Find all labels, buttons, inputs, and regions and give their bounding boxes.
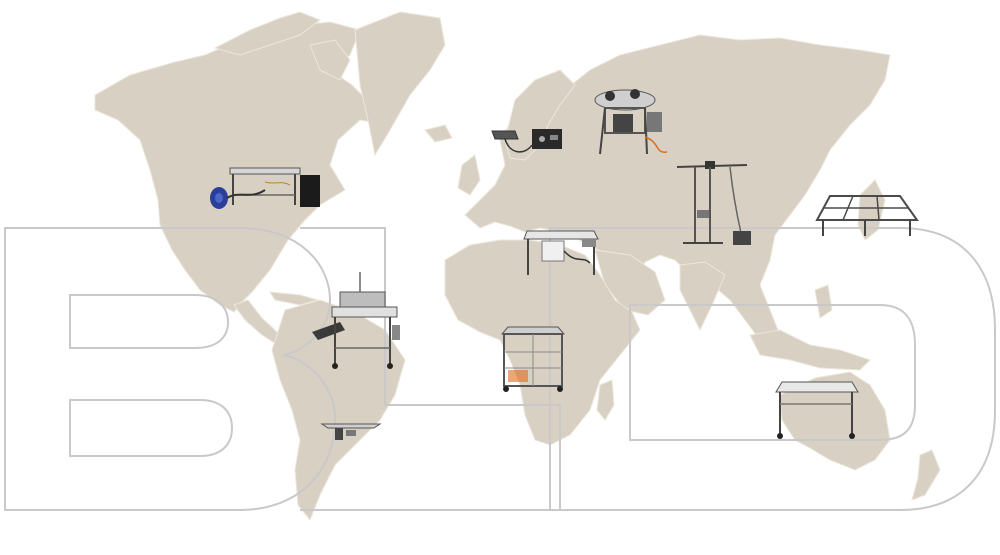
madagascar xyxy=(596,379,615,421)
machine-south-america xyxy=(310,270,405,370)
machine-south-america-south xyxy=(320,418,382,442)
machine-australia xyxy=(772,378,860,440)
greenland xyxy=(354,11,446,157)
machine-middle-east xyxy=(522,225,602,280)
southeast-asia-islands xyxy=(749,329,871,371)
bld-logo-outline xyxy=(4,227,996,511)
machine-central-asia xyxy=(675,155,755,250)
logo-letter-d xyxy=(549,227,996,511)
machine-russia xyxy=(585,82,670,162)
south-america xyxy=(271,299,406,521)
machine-northern-europe xyxy=(490,125,565,160)
uk xyxy=(457,154,481,196)
baffin-island xyxy=(309,39,351,81)
machine-central-africa xyxy=(498,322,568,394)
machine-east-asia xyxy=(815,192,920,240)
continents xyxy=(94,11,941,521)
india xyxy=(679,261,726,332)
scandinavia xyxy=(504,69,576,161)
philippines xyxy=(814,284,833,319)
logo-letter-l xyxy=(300,227,561,511)
logo-letter-b xyxy=(4,227,337,511)
iceland xyxy=(424,124,453,143)
machine-north-america xyxy=(205,160,325,220)
arctic-islands xyxy=(213,11,322,56)
new-zealand xyxy=(911,449,941,501)
caribbean xyxy=(269,291,320,306)
